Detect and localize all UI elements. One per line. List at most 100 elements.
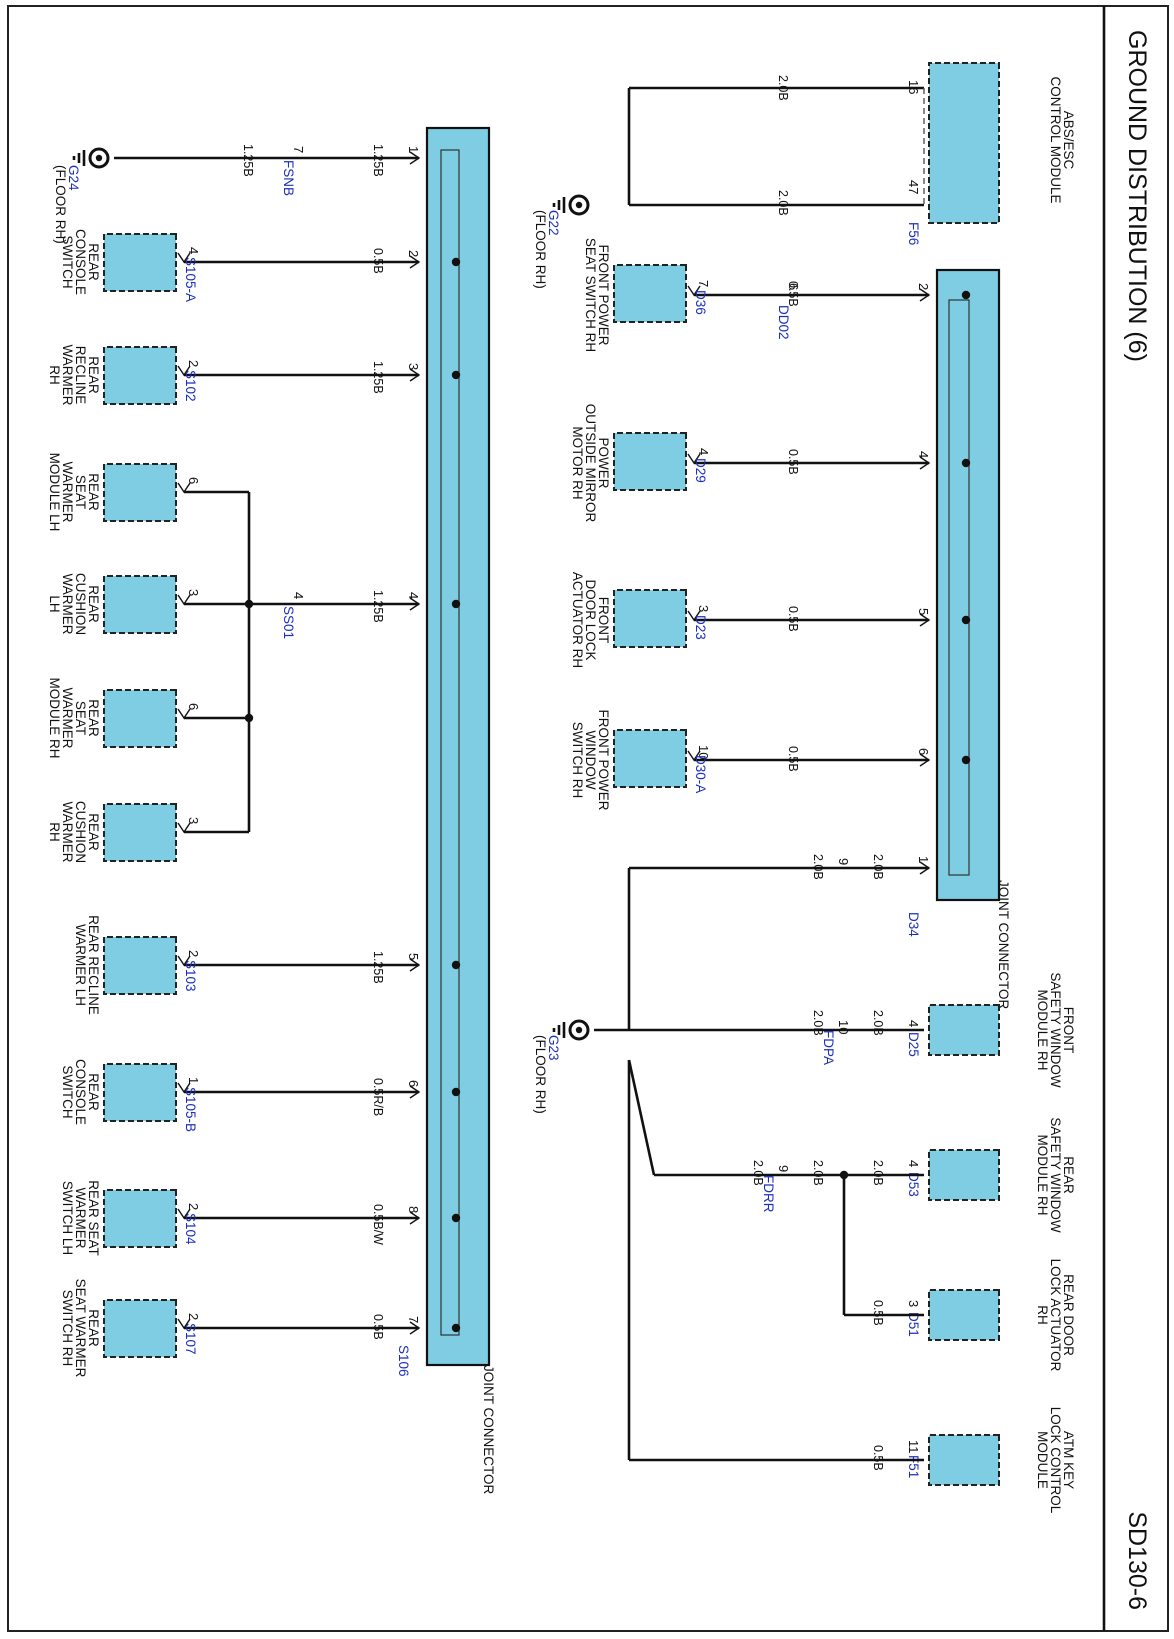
upper-row-2-splice-dot xyxy=(961,458,971,468)
rear-safety-ref: D53 xyxy=(906,1172,921,1197)
seat-group-3-pin-mark xyxy=(177,708,191,720)
rear-door-ref: D51 xyxy=(906,1312,921,1337)
lower-row-3-pin-mark xyxy=(177,955,191,967)
seat-group-2-name-line-2: CUSHION xyxy=(73,573,88,635)
upper-row-1-pin-mark xyxy=(687,285,701,297)
upper-row-3-ref: D23 xyxy=(693,615,708,640)
lower-row-2-name-line-4: RH xyxy=(47,365,62,385)
rear-door-wire-label: 0.5B xyxy=(871,1300,885,1326)
ss01-splice-dot xyxy=(451,599,461,609)
upper-row-1-component xyxy=(613,264,687,323)
seat-group-2-pin: 3 xyxy=(186,589,201,596)
atm-pin: 11 xyxy=(906,1440,921,1454)
seat-group-4-name-line-2: CUSHION xyxy=(73,801,88,863)
rear-door-name-line-2: LOCK ACTUATOR xyxy=(1048,1259,1063,1372)
seat-group-3-name-line-4: MODULE RH xyxy=(47,677,62,758)
upper-row-3-pin: 3 xyxy=(696,605,711,612)
abs-esc-control-module xyxy=(928,62,1000,224)
upper-row-3-pin-mark xyxy=(687,610,701,622)
upper-ground-wire-b-label: 2.0B xyxy=(811,854,825,880)
fdpa-pin: 10 xyxy=(836,1020,851,1034)
abs-name-line-1: ABS/ESC xyxy=(1061,111,1076,170)
g24-location: (FLOOR RH) xyxy=(53,165,68,244)
ss01-joint-pin: 4 xyxy=(406,592,421,599)
lower-row-2-name-line-3: WARMER xyxy=(60,345,75,406)
lower-row-4-splice-dot xyxy=(451,1087,461,1097)
seat-group-3-name-line-1: REAR xyxy=(86,699,101,737)
g23-location: (FLOOR RH) xyxy=(533,1035,548,1114)
seat-group-4-pin-mark xyxy=(177,822,191,834)
lower-row-4-name-line-2: CONSOLE xyxy=(73,1059,88,1125)
lower-row-2-name-line-2: RECLINE xyxy=(73,346,88,405)
g22-location: (FLOOR RH) xyxy=(533,210,548,289)
seat-group-2-name-line-4: LH xyxy=(47,595,62,612)
lower-row-2-splice-dot xyxy=(451,370,461,380)
front-safety-pin: 4 xyxy=(906,1020,921,1027)
seat-group-1-component xyxy=(103,463,177,522)
seat-group-4-name-line-4: RH xyxy=(47,822,62,842)
upper-row-3-name-line-3: ACTUATOR RH xyxy=(570,572,585,668)
abs-pin-47: 47 xyxy=(906,180,921,194)
abs-name-line-2: CONTROL MODULE xyxy=(1048,76,1063,203)
upper-row-1-name-line-1: FRONT POWER xyxy=(596,245,611,346)
abs-ref: F56 xyxy=(906,222,921,245)
seat-group-1-name-line-2: SEAT xyxy=(73,475,88,509)
seat-group-2-name-line-3: WARMER xyxy=(60,574,75,635)
upper-row-4-name-line-2: WINDOW xyxy=(583,730,598,789)
g23-label: G23 xyxy=(546,1035,561,1061)
lower-row-5-pin-mark xyxy=(177,1208,191,1220)
lower-row-4-ref: S105-B xyxy=(183,1087,198,1132)
rear-door-pin: 3 xyxy=(906,1300,921,1307)
lower-row-6-pin-mark xyxy=(177,1318,191,1330)
upper-row-2-component xyxy=(613,432,687,491)
g22-label: G22 xyxy=(546,210,561,236)
upper-row-1-joint-pin: 2 xyxy=(916,283,931,290)
upper-joint-connector xyxy=(935,268,1001,902)
atm-ref: F51 xyxy=(906,1455,921,1478)
rear-door-name-line-3: RH xyxy=(1035,1305,1050,1325)
lower-row-5-splice-dot xyxy=(451,1213,461,1223)
front-safety-wire-b: 2.0B xyxy=(811,1010,825,1036)
lower-row-6-name-line-1: REAR xyxy=(86,1309,101,1347)
rear-safety-pin: 4 xyxy=(906,1160,921,1167)
upper-row-1-wire-label: 0.5B xyxy=(786,281,800,307)
seat-group-1-pin: 6 xyxy=(186,477,201,484)
upper-row-3-splice-dot xyxy=(961,615,971,625)
fdrr-to-g23 xyxy=(627,1059,656,1176)
rear-safety-name-line-2: SAFETY WINDOW xyxy=(1048,1117,1063,1233)
lower-row-6-component xyxy=(103,1299,177,1358)
lower-row-6-joint-pin: 7 xyxy=(406,1316,421,1323)
upper-row-2-pin: 4 xyxy=(696,448,711,455)
seat-group-1-pin-mark xyxy=(177,482,191,494)
lower-row-5-component xyxy=(103,1189,177,1248)
lower-row-6-name-line-3: SWITCH RH xyxy=(60,1290,75,1367)
lower-row-5-name-line-3: SWITCH LH xyxy=(60,1181,75,1255)
lower-row-1-pin-mark xyxy=(177,252,191,264)
seat-group-2-name-line-1: REAR xyxy=(86,585,101,623)
lower-row-4-pin: 1 xyxy=(186,1077,201,1084)
g23-ground-symbol-center xyxy=(575,1026,583,1034)
atm-name-line-1: ATM KEY xyxy=(1061,1431,1076,1489)
lower-row-3-joint-pin: 5 xyxy=(406,953,421,960)
lower-row-3-ref: S103 xyxy=(183,960,198,992)
seat-group-4-pin: 3 xyxy=(186,817,201,824)
seat-group-2-pin-mark xyxy=(177,594,191,606)
atm-key-lock-control-module xyxy=(928,1434,1000,1486)
upper-row-2-name-line-2: OUTSIDE MIRROR xyxy=(583,404,598,523)
lower-row-4-pin-mark xyxy=(177,1082,191,1094)
rear-safety-wire-a: 2.0B xyxy=(871,1160,885,1186)
upper-row-1-name-line-2: SEAT SWITCH RH xyxy=(583,238,598,352)
upper-ground-wire-a-label: 2.0B xyxy=(871,854,885,880)
abs-wire-b-label: 2.0B xyxy=(776,190,790,216)
lower-row-2-pin: 2 xyxy=(186,360,201,367)
rear-safety-wire-b: 2.0B xyxy=(811,1160,825,1186)
rotated-sheet: GROUND DISTRIBUTION (6)SD130-6ABS/ESCCON… xyxy=(7,5,1169,1632)
seat-group-3-name-line-3: WARMER xyxy=(60,688,75,749)
upper-row-2-wire-label: 0.5B xyxy=(786,449,800,475)
abs-wire-a-label: 2.0B xyxy=(776,75,790,101)
g22-ground-symbol-center xyxy=(575,201,583,209)
rear-door-name-line-1: REAR DOOR xyxy=(1061,1274,1076,1356)
fdrr-ref: FDRR xyxy=(761,1175,776,1213)
lower-row-3-name-line-2: WARMER LH xyxy=(73,924,88,1006)
